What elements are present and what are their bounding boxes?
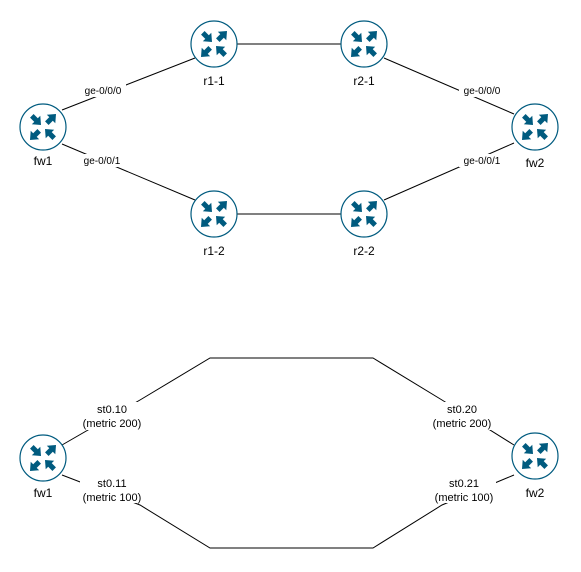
link-fw1-r1-2 — [61, 143, 196, 201]
router-icon — [201, 31, 227, 57]
port-label-text: ge-0/0/0 — [464, 86, 501, 97]
router-circle — [19, 103, 67, 151]
router-icon — [351, 201, 377, 227]
node-label-fw2-tunnel: fw2 — [526, 486, 545, 500]
router-r1-1[interactable] — [190, 20, 238, 68]
link-fw1-r1-1 — [61, 57, 196, 111]
port-label-fw1-bottom: ge-0/0/1 — [80, 154, 126, 167]
router-circle — [19, 434, 67, 482]
router-icon — [201, 201, 227, 227]
link-r2-2-fw2 — [383, 142, 515, 201]
router-r2-2[interactable] — [340, 190, 388, 238]
router-fw1-tunnel[interactable] — [19, 434, 67, 482]
port-label-fw2-bottom: ge-0/0/1 — [459, 154, 505, 167]
router-circle — [340, 190, 388, 238]
port-label-fw1-top: ge-0/0/0 — [80, 84, 126, 97]
tunnel-name: st0.11 — [97, 478, 126, 490]
topology-diagram: ge-0/0/0 ge-0/0/1 ge-0/0/0 ge-0/0/1 fw1 … — [19, 20, 559, 258]
tunnel-label-fw2-top: st0.20 (metric 200) — [431, 402, 495, 430]
router-icon — [522, 443, 548, 469]
tunnel-name: st0.10 — [97, 404, 127, 416]
router-fw2-tunnel[interactable] — [511, 432, 559, 480]
router-circle — [511, 103, 559, 151]
router-circle — [190, 190, 238, 238]
node-label-r2-1: r2-1 — [353, 74, 375, 88]
tunnel-name: st0.21 — [449, 478, 479, 490]
node-label-r2-2: r2-2 — [353, 244, 375, 258]
router-circle — [190, 20, 238, 68]
tunnel-metric: (metric 200) — [433, 418, 492, 430]
router-r1-2[interactable] — [190, 190, 238, 238]
router-icon — [351, 31, 377, 57]
port-label-fw2-top: ge-0/0/0 — [459, 84, 505, 97]
tunnel-metric: (metric 100) — [435, 492, 494, 504]
node-label-fw1: fw1 — [34, 154, 53, 168]
node-label-fw1-tunnel: fw1 — [34, 486, 53, 500]
tunnel-diagram: st0.10 (metric 200) st0.11 (metric 100) … — [19, 357, 559, 549]
tunnel-name: st0.20 — [447, 404, 477, 416]
router-circle — [511, 432, 559, 480]
router-fw2[interactable] — [511, 103, 559, 151]
node-label-r1-2: r1-2 — [203, 244, 225, 258]
router-icon — [522, 114, 548, 140]
node-label-fw2: fw2 — [526, 156, 545, 170]
tunnel-label-fw2-bottom: st0.21 (metric 100) — [432, 475, 496, 504]
router-r2-1[interactable] — [340, 20, 388, 68]
router-circle — [340, 20, 388, 68]
link-r2-1-fw2 — [383, 57, 515, 115]
node-label-r1-1: r1-1 — [203, 74, 225, 88]
router-fw1[interactable] — [19, 103, 67, 151]
tunnel-metric: (metric 200) — [83, 418, 142, 430]
tunnel-metric: (metric 100) — [83, 492, 142, 504]
router-icon — [30, 445, 56, 471]
port-label-text: ge-0/0/1 — [464, 156, 501, 167]
router-icon — [30, 114, 56, 140]
tunnel-path-top — [61, 357, 515, 446]
port-label-text: ge-0/0/0 — [85, 86, 122, 97]
tunnel-label-fw1-top: st0.10 (metric 200) — [82, 402, 144, 430]
port-label-text: ge-0/0/1 — [84, 156, 121, 167]
tunnel-label-fw1-bottom: st0.11 (metric 100) — [80, 475, 144, 504]
